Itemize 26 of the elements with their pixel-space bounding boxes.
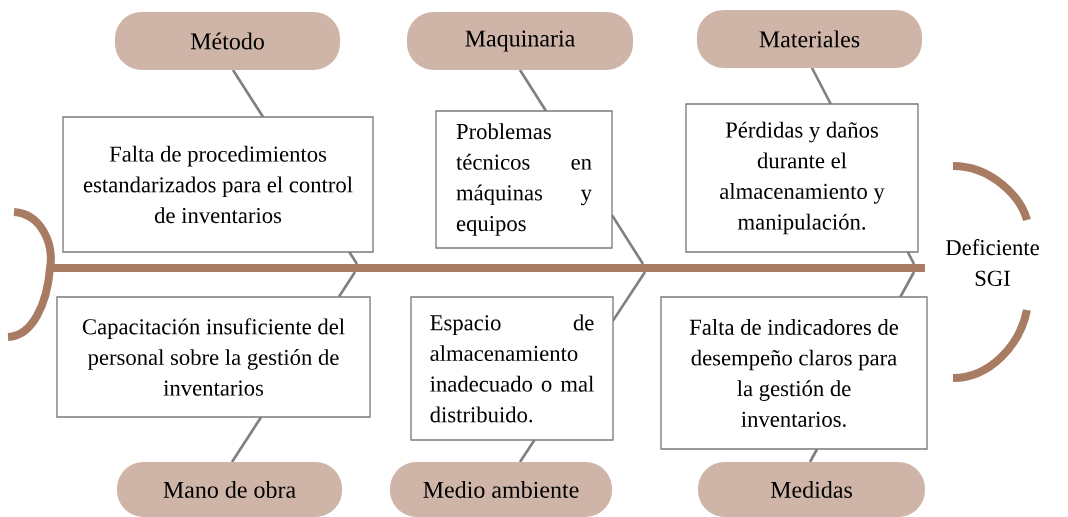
cause-box: Espacio de almacenamiento inadecuado o mal distribuido. bbox=[410, 296, 614, 441]
bone-line bbox=[899, 271, 916, 298]
category-pill: Medidas bbox=[698, 462, 925, 517]
fish-spine bbox=[50, 264, 925, 272]
cause-box: Problemas técnicos en máquinas y equipos bbox=[435, 110, 613, 249]
bone-line bbox=[230, 416, 263, 463]
category-pill: Medio ambiente bbox=[390, 462, 612, 517]
cause-box: Capacitación insuficiente del personal sobre la gestión de inventarios bbox=[56, 296, 371, 418]
bone-line bbox=[808, 448, 819, 463]
category-pill: Mano de obra bbox=[117, 462, 343, 517]
effect-label: Deficiente SGI bbox=[945, 239, 1039, 286]
category-pill: Materiales bbox=[696, 10, 923, 68]
bone-line bbox=[906, 251, 916, 265]
category-pill: Método bbox=[115, 12, 341, 70]
category-pill: Maquinaria bbox=[407, 12, 633, 70]
bone-line bbox=[348, 251, 359, 265]
bone-line bbox=[810, 67, 832, 105]
cause-box: Falta de procedimientos estandarizados para el control de inventarios bbox=[62, 116, 374, 253]
cause-box: Falta de indicadores de desempeño claros para la gestión de inventarios. bbox=[660, 296, 928, 450]
bone-line bbox=[337, 271, 357, 298]
cause-box: Pérdidas y daños durante el almacenamiento y manipulación. bbox=[685, 103, 919, 253]
bone-line bbox=[611, 271, 647, 322]
bone-line bbox=[231, 69, 265, 118]
bone-line bbox=[610, 214, 645, 265]
bone-line bbox=[518, 69, 548, 112]
bone-line bbox=[518, 439, 536, 463]
